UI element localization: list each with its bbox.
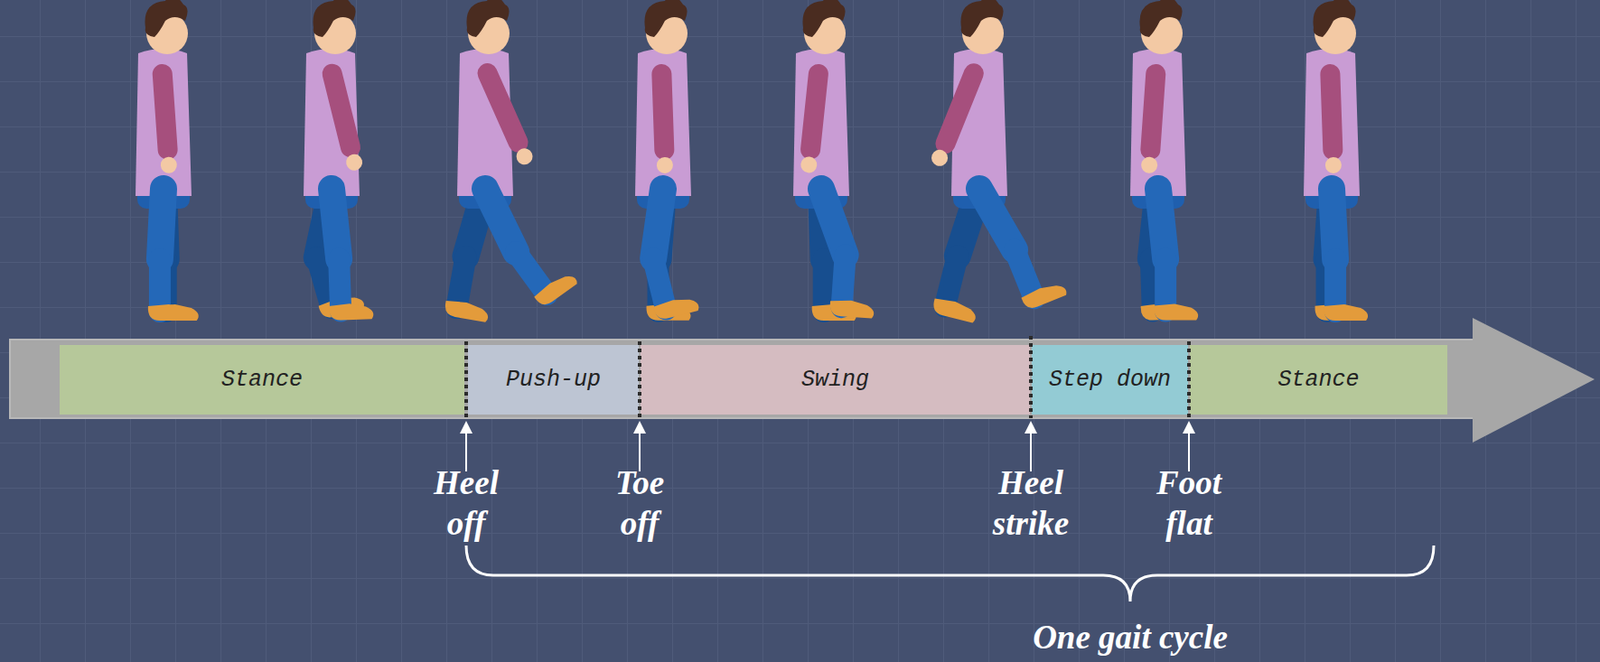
phase-name: Stance — [221, 366, 303, 393]
event-label: Foot flat — [1156, 462, 1222, 544]
gait-cycle-brace — [466, 545, 1434, 602]
phase-band: Swing — [640, 345, 1030, 415]
phase-name: Stance — [1277, 366, 1359, 393]
event-label: Toe off — [615, 462, 665, 544]
phase-name: Push-up — [505, 366, 601, 393]
event-label: Heel off — [433, 462, 499, 544]
phase-name: Swing — [801, 366, 870, 393]
event-label: Heel strike — [992, 462, 1069, 544]
phase-band: Stance — [59, 345, 465, 415]
phase-band: Step down — [1031, 345, 1189, 415]
phase-name: Step down — [1048, 366, 1171, 393]
phase-band: Stance — [1189, 345, 1448, 415]
cycle-label: One gait cycle — [1032, 617, 1228, 658]
phase-band: Push-up — [467, 345, 639, 415]
timeline-arrow — [9, 318, 1595, 443]
